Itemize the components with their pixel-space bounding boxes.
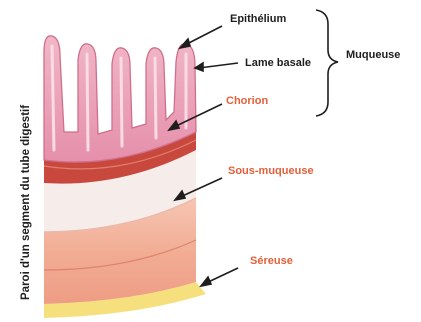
submucosa-label: Sous-muqueuse xyxy=(228,165,314,177)
chorion-label: Chorion xyxy=(226,95,268,107)
serosa-label: Séreuse xyxy=(250,255,293,267)
basal-lamina-label: Lame basale xyxy=(245,57,311,69)
mucosa-bracket xyxy=(316,10,338,116)
wall-caption-vertical: Paroi d'un segment du tube digestif xyxy=(20,105,32,300)
epithelium-label: Epithélium xyxy=(230,13,286,25)
mucosa-label: Muqueuse xyxy=(346,49,400,61)
